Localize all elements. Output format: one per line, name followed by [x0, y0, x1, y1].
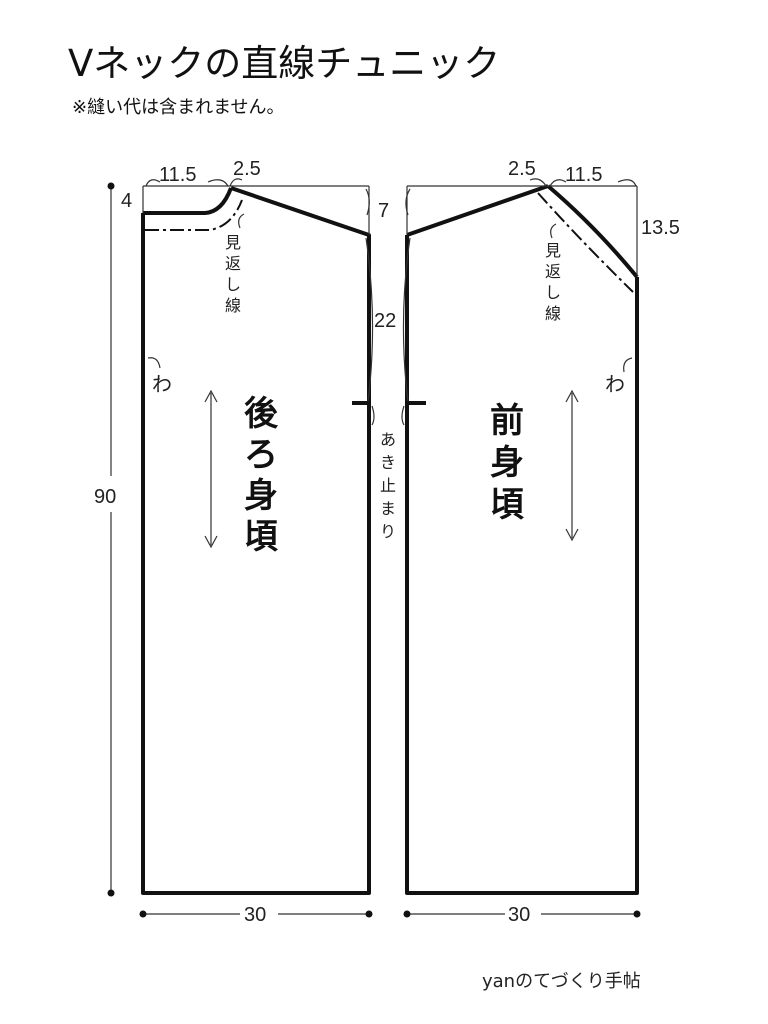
- front-neck-width-label: 2.5: [508, 158, 536, 180]
- opening-bracket: [402, 237, 411, 403]
- dim-arc: [207, 179, 229, 187]
- back-bodice-char: 後: [244, 394, 279, 434]
- back-width-dimension: 30: [139, 904, 373, 926]
- back-width-label: 30: [244, 904, 266, 926]
- side-opening: 22 あ き 止 ま り: [352, 237, 426, 541]
- back-bodice-char: ろ: [244, 435, 278, 475]
- front-fold-label: わ: [605, 374, 625, 396]
- front-shoulder-line: [406, 184, 549, 237]
- back-bodice-char: 頃: [244, 517, 278, 557]
- facing-char: 線: [225, 296, 241, 315]
- facing-char: 返: [545, 262, 561, 281]
- front-bodice: 2.5 11.5 13.5 見 返 し 線 わ 前 身 頃: [405, 158, 680, 895]
- page-title: Vネックの直線チュニック: [68, 42, 500, 85]
- back-facing-line: [145, 199, 243, 231]
- facing-char: 返: [225, 254, 241, 273]
- stop-char: ま: [380, 499, 396, 518]
- back-bodice-char: 身: [244, 476, 278, 516]
- stop-char: り: [380, 522, 396, 541]
- dim-arc: [229, 178, 243, 187]
- facing-char: 線: [545, 304, 561, 323]
- back-neck-width-label: 2.5: [233, 158, 261, 180]
- length-dimension: 90: [94, 182, 116, 897]
- dim-arc: [617, 179, 637, 187]
- back-shoulder-drop-label: 7: [378, 200, 389, 222]
- dim-arc: [529, 178, 547, 187]
- facing-char: 見: [225, 233, 241, 252]
- credit: yanのてづくり手帖: [482, 971, 641, 992]
- fold-mark: [623, 357, 633, 373]
- back-neck-depth-label: 4: [121, 190, 132, 212]
- dim-arc: [549, 179, 567, 187]
- stop-char: き: [380, 453, 396, 472]
- stop-pointer: [371, 405, 375, 426]
- facing-char: し: [545, 283, 561, 302]
- front-bodice-char: 身: [490, 443, 524, 483]
- dim-arc: [365, 188, 370, 216]
- back-fold-label: わ: [152, 374, 172, 396]
- front-bodice-char: 前: [490, 401, 524, 441]
- length-label: 90: [94, 486, 116, 508]
- stop-pointer: [401, 405, 405, 426]
- side-opening-label: 22: [374, 310, 396, 332]
- seam-allowance-note: ※縫い代は含まれません。: [72, 97, 285, 118]
- facing-char: 見: [545, 241, 561, 260]
- facing-pointer: [550, 223, 557, 239]
- front-bodice-outline: [405, 235, 639, 895]
- front-neckline: [546, 184, 639, 279]
- front-grainline-arrow: [565, 389, 579, 542]
- back-neckline: [143, 187, 233, 215]
- front-bodice-char: 頃: [490, 485, 524, 525]
- fold-mark: [147, 357, 161, 369]
- back-shoulder-width-label: 11.5: [159, 164, 196, 186]
- front-width-label: 30: [508, 904, 530, 926]
- opening-bracket: [365, 237, 374, 403]
- facing-pointer: [238, 213, 245, 229]
- facing-char: し: [225, 275, 241, 294]
- stop-char: あ: [380, 430, 396, 449]
- front-neck-depth-label: 13.5: [641, 217, 680, 239]
- front-width-dimension: 30: [403, 904, 641, 926]
- front-shoulder-width-label: 11.5: [565, 164, 602, 186]
- back-bodice: 11.5 2.5 4 7 見 返 し 線 わ 後 ろ 身 頃: [121, 158, 389, 895]
- dim-arc: [405, 188, 411, 216]
- stop-char: 止: [380, 476, 396, 495]
- back-bodice-outline: [141, 186, 371, 895]
- back-grainline-arrow: [204, 389, 218, 549]
- dim-arc: [145, 179, 161, 187]
